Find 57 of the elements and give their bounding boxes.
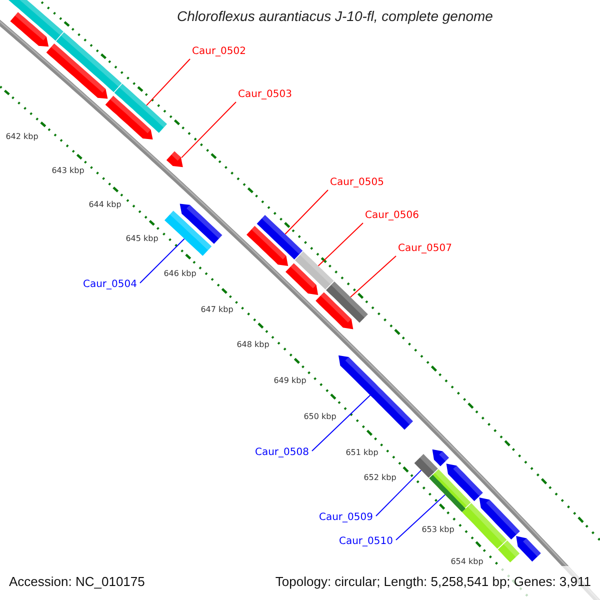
gene-label: Caur_0503 [238,89,292,101]
gene-feature [180,204,222,244]
scale-label: 652 kbp [364,473,396,483]
gene-label: Caur_0506 [365,210,420,222]
leader-line [181,102,236,158]
leader-line [318,222,364,266]
gene-feature [10,12,49,47]
gene-label: Caur_0505 [330,177,384,189]
accession-text: Accession: NC_010175 [9,574,145,590]
gene-block [414,454,438,478]
scale-label: 651 kbp [346,448,378,458]
scale-label: 643 kbp [52,166,84,176]
scale-label: 644 kbp [88,200,122,210]
gene-label: Caur_0502 [192,46,246,58]
gene-feature [446,464,483,502]
gene-feature [246,226,288,266]
gene-block [164,210,212,256]
gene-block [326,282,368,323]
leader-line [284,190,328,235]
scale-label: 654 kbp [450,557,484,567]
gene-block [294,251,334,290]
scale-label: 650 kbp [304,412,336,422]
genome-summary-text: Topology: circular; Length: 5,258,541 bp; Genes: 3,911 [275,574,591,590]
leader-line [396,494,446,540]
gene-label: Caur_0504 [82,279,137,291]
gene-label: Caur_0509 [318,512,373,524]
gene-feature [166,151,183,168]
leader-line [376,470,422,516]
leader-line [350,256,396,298]
scale-label: 647 kbp [200,305,234,315]
gene-block [114,84,167,133]
gene-label: Caur_0507 [398,243,452,255]
scale-label: 649 kbp [274,376,306,386]
gene-label: Caur_0510 [338,536,393,548]
gene-feature [105,96,153,140]
leader-line [146,58,190,106]
gene-feature [286,263,318,295]
gene-feature [338,355,413,430]
map-title: Chloroflexus aurantiacus J-10-fl, complete genome [176,8,494,25]
leader-line [312,394,371,452]
gene-block [256,215,303,260]
scale-label: 645 kbp [126,234,158,244]
scale-label: 642 kbp [6,132,38,142]
gene-block [498,540,520,562]
gene-block [7,0,64,41]
leader-line [140,238,185,284]
gene-feature [516,536,541,562]
scale-label: 653 kbp [422,525,454,535]
scale-label: 648 kbp [236,340,270,350]
gene-block [462,503,507,549]
gene-feature [316,292,354,330]
gene-feature [479,498,520,540]
gene-label: Caur_0508 [254,447,309,459]
scale-label: 646 kbp [164,269,196,279]
gene-block [56,32,122,92]
gene-feature [46,44,108,99]
gene-feature [432,449,449,466]
